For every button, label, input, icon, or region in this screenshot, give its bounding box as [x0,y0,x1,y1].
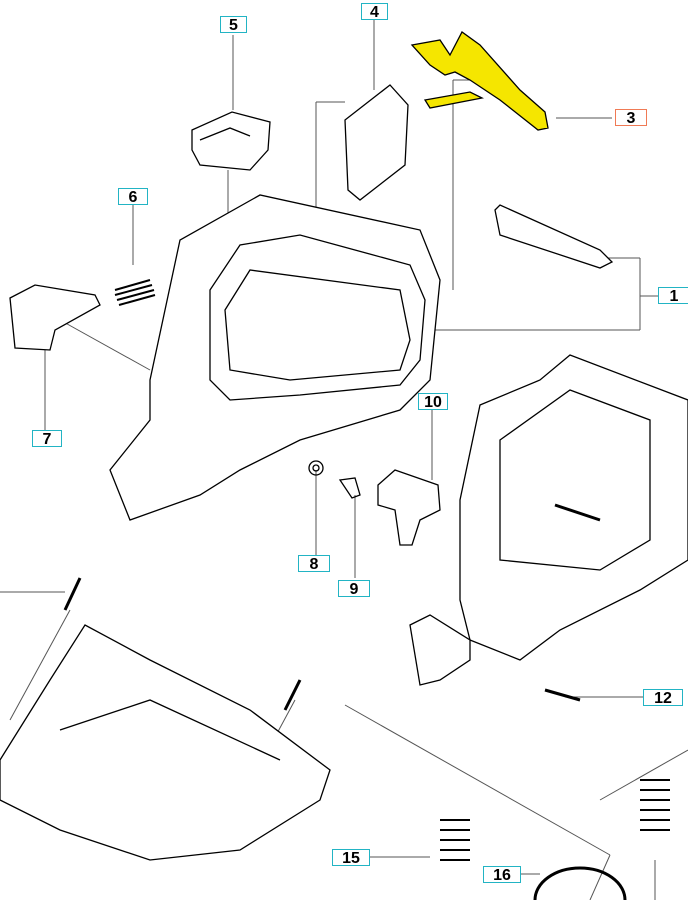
callout-label-7[interactable]: 7 [32,430,62,448]
part-3-lever [410,31,549,131]
callout-label-9[interactable]: 9 [338,580,370,598]
callout-label-8[interactable]: 8 [298,555,330,573]
callout-label-1[interactable]: 1 [658,287,688,305]
callout-label-12[interactable]: 12 [643,689,683,707]
callout-label-5[interactable]: 5 [220,16,247,34]
callout-label-3[interactable]: 3 [615,109,647,127]
callout-label-6[interactable]: 6 [118,188,148,206]
callout-label-4[interactable]: 4 [361,3,388,21]
callout-label-15[interactable]: 15 [332,849,370,867]
callout-label-10[interactable]: 10 [418,393,448,411]
callout-label-16[interactable]: 16 [483,866,521,884]
